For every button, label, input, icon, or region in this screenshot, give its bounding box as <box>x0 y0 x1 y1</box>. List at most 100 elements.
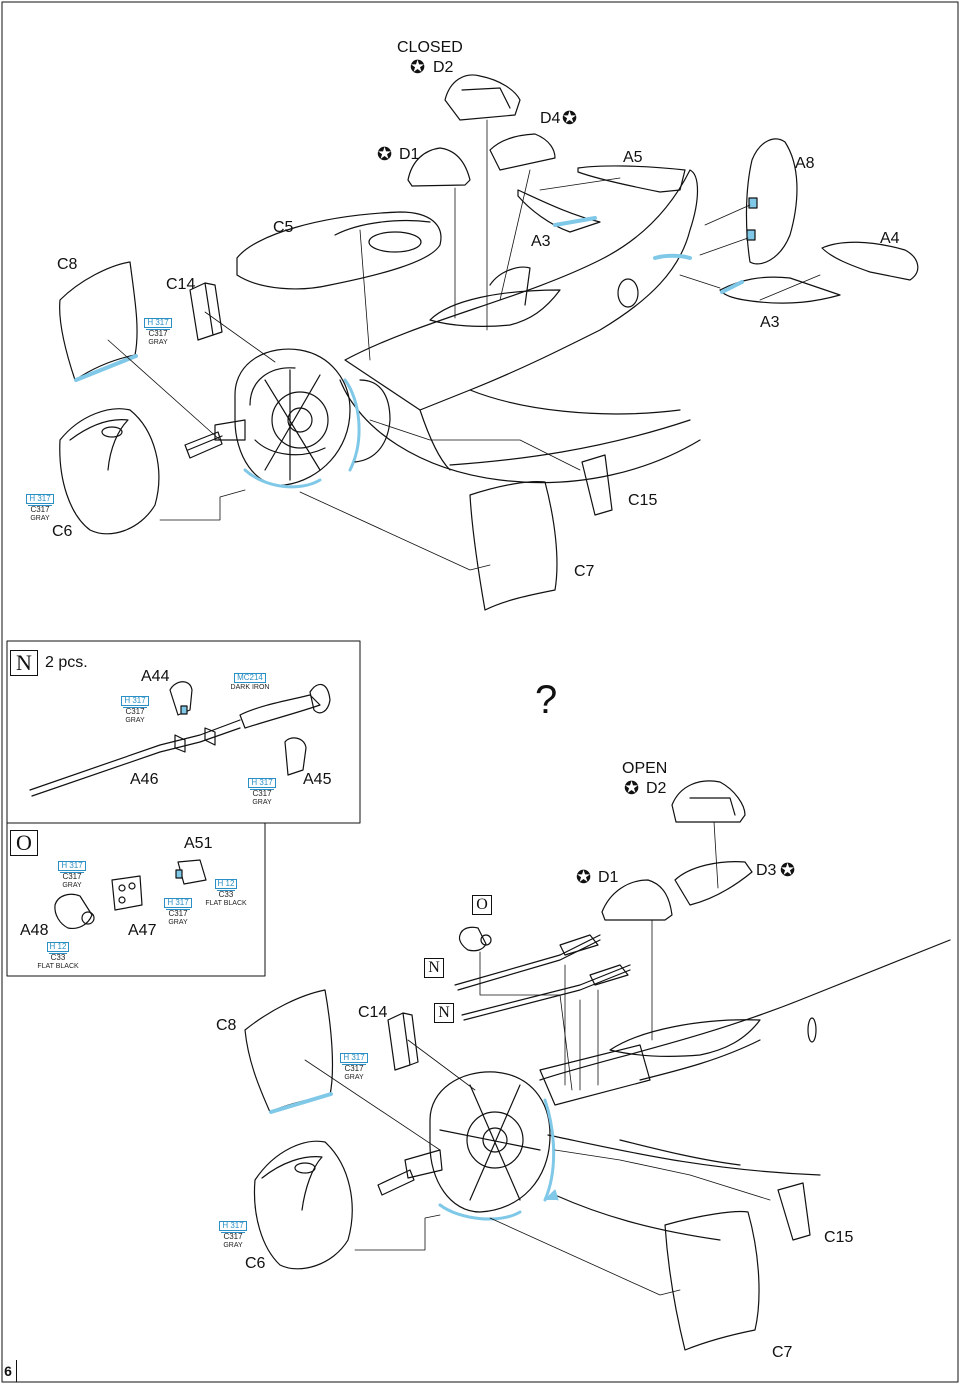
label-c5: C5 <box>273 219 294 236</box>
paint-mc-code: MC214 <box>234 673 266 684</box>
stabilizer-a3 <box>719 276 841 304</box>
paint-name: DARK IRON <box>230 684 270 692</box>
paint-callout-gray: H 317 C317 GRAY <box>213 1221 253 1249</box>
fuselage-lower-top <box>339 379 701 484</box>
label-d2-closed: D2 <box>433 59 454 76</box>
fuselage-bottom <box>539 939 951 1081</box>
paint-h-code: H 317 <box>121 696 149 707</box>
label-c8-top: C8 <box>57 256 78 273</box>
label-d2-open: D2 <box>646 780 667 797</box>
part-a47 <box>111 875 143 911</box>
page-number: 6 <box>0 1360 17 1382</box>
wing-a3-left <box>517 189 601 233</box>
canopy-d2-open <box>671 780 746 823</box>
label-a45: A45 <box>303 771 332 788</box>
label-a4: A4 <box>880 230 900 247</box>
paint-callout-gray: H 317 C317 GRAY <box>20 494 60 522</box>
label-open: OPEN <box>622 760 668 777</box>
paint-callout-gray: H 317 C317 GRAY <box>242 778 282 806</box>
paint-h-code: H 317 <box>219 1221 247 1232</box>
label-a44: A44 <box>141 668 170 685</box>
label-c14-bottom: C14 <box>358 1004 388 1021</box>
paint-name: GRAY <box>125 716 145 724</box>
label-c6-top: C6 <box>52 523 73 540</box>
paint-name: GRAY <box>148 338 168 346</box>
paint-h-code: H 317 <box>144 318 172 329</box>
cowl-c6-top <box>59 408 160 535</box>
paint-h-code: H 317 <box>58 861 86 872</box>
paint-callout-gray: H 317 C317 GRAY <box>52 861 92 889</box>
canopy-d3-open <box>674 861 753 906</box>
canopy-d4-closed <box>489 133 556 171</box>
panel-c7-bottom <box>664 1211 760 1351</box>
label-c7-bottom: C7 <box>772 1344 793 1361</box>
star-icon: ✪ <box>377 144 393 164</box>
paint-callout-dark-iron: MC214 DARK IRON <box>224 673 276 692</box>
badge-o: O <box>10 830 38 856</box>
label-c15-top: C15 <box>628 492 658 509</box>
paint-h-code: H 12 <box>214 879 238 890</box>
gun-n-lower <box>461 964 631 1016</box>
paint-callout-flat-black: H 12 C33 FLAT BLACK <box>200 879 252 907</box>
star-icon: ✪ <box>410 57 426 77</box>
panel-c15-bottom <box>777 1182 811 1241</box>
canopy-d1-open <box>601 879 673 921</box>
star-icon: ✪ <box>576 867 592 887</box>
paint-c-code: C317 <box>221 1232 245 1242</box>
label-c14-top: C14 <box>166 276 196 293</box>
part-a48 <box>54 893 93 930</box>
paint-h-code: H 317 <box>164 898 192 909</box>
paint-c-code: C317 <box>250 789 274 799</box>
star-icon: ✪ <box>624 778 640 798</box>
engine-block-top <box>234 348 351 486</box>
label-c7-top: C7 <box>574 563 595 580</box>
wing-a5 <box>577 165 686 193</box>
label-a46: A46 <box>130 771 159 788</box>
canopy-d2-closed <box>444 74 521 121</box>
cowl-c6-bottom <box>253 1140 353 1270</box>
paint-c-code: C33 <box>48 953 68 963</box>
star-icon: ✪ <box>562 108 578 128</box>
label-a51: A51 <box>184 835 213 852</box>
paint-name: GRAY <box>62 881 82 889</box>
label-a48: A48 <box>20 922 49 939</box>
paint-name: GRAY <box>168 918 188 926</box>
label-c8-bottom: C8 <box>216 1017 237 1034</box>
bracket-c14-bottom <box>387 1012 419 1071</box>
label-a47: A47 <box>128 922 157 939</box>
label-d1-closed: D1 <box>399 146 420 163</box>
paint-name: GRAY <box>344 1073 364 1081</box>
panel-c8-bottom <box>244 989 334 1113</box>
paint-h-code: H 317 <box>248 778 276 789</box>
paint-c-code: C317 <box>60 872 84 882</box>
paint-name: GRAY <box>223 1241 243 1249</box>
paint-h-code: H 317 <box>340 1053 368 1064</box>
paint-name: GRAY <box>30 514 50 522</box>
fuselage-top <box>344 169 699 411</box>
canopy-d1-closed <box>407 147 471 187</box>
label-qty: 2 pcs. <box>45 654 88 671</box>
badge-o-bottom: O <box>472 895 492 915</box>
label-d4: D4 <box>540 110 561 127</box>
label-a3-right: A3 <box>760 314 780 331</box>
paint-c-code: C317 <box>123 707 147 717</box>
star-icon: ✪ <box>780 860 796 880</box>
paint-h-code: H 317 <box>26 494 54 505</box>
badge-n: N <box>10 650 38 676</box>
label-d1-open: D1 <box>598 869 619 886</box>
label-a8: A8 <box>795 155 815 172</box>
paint-c-code: C317 <box>342 1064 366 1074</box>
engine-block-bottom <box>429 1071 551 1213</box>
badge-n-bottom-1: N <box>424 958 444 978</box>
paint-name: FLAT BLACK <box>205 899 247 907</box>
paint-callout-gray: H 317 C317 GRAY <box>158 898 198 926</box>
tail-a8 <box>745 138 798 265</box>
badge-n-bottom-2: N <box>434 1003 454 1023</box>
paint-c-code: C33 <box>216 890 236 900</box>
paint-c-code: C317 <box>28 505 52 515</box>
paint-callout-flat-black: H 12 C33 FLAT BLACK <box>32 942 84 970</box>
paint-callout-gray: H 317 C317 GRAY <box>115 696 155 724</box>
gun-barrel-a46 <box>29 719 241 791</box>
label-question: ? <box>535 678 558 722</box>
